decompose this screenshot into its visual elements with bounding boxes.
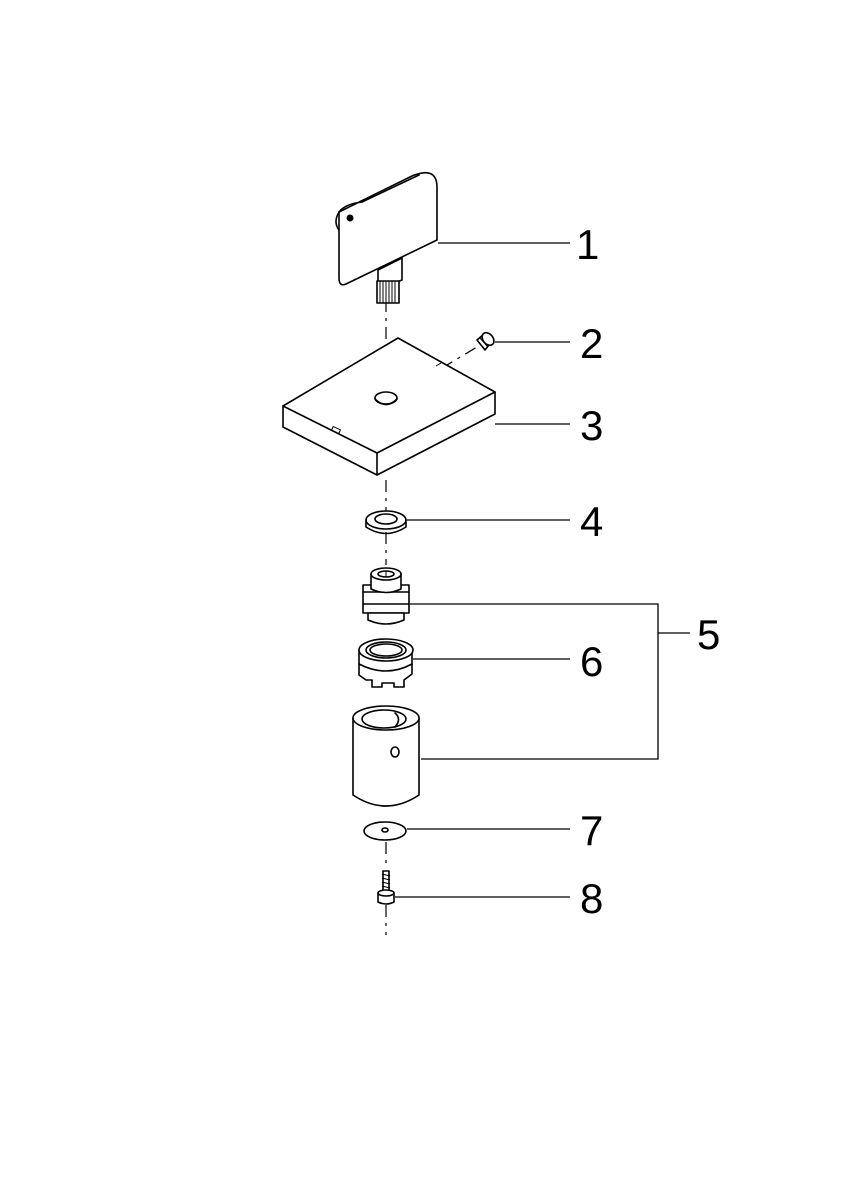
washer-ring-part: [365, 510, 407, 535]
callout-2: 2: [580, 320, 603, 367]
callout-5: 5: [697, 611, 720, 658]
assembly-axis: [385, 300, 478, 935]
threaded-nut-part: [358, 638, 414, 688]
cover-plate-part: [282, 337, 496, 476]
callout-7: 7: [580, 807, 603, 854]
callout-8: 8: [580, 875, 603, 922]
callout-1: 1: [576, 221, 599, 268]
callout-numbers: 1 2 3 4 5 6 7 8: [576, 221, 720, 922]
callout-3: 3: [580, 402, 603, 449]
callout-6: 6: [580, 638, 603, 685]
set-screw-part: [476, 331, 495, 351]
lever-handle-part: [335, 171, 438, 304]
cartridge-sleeve-part: [352, 705, 420, 807]
screw-part: [377, 870, 395, 905]
callout-4: 4: [580, 498, 603, 545]
flat-washer-part: [363, 821, 407, 841]
cartridge-part: [362, 567, 410, 625]
leader-lines: [395, 242, 690, 898]
